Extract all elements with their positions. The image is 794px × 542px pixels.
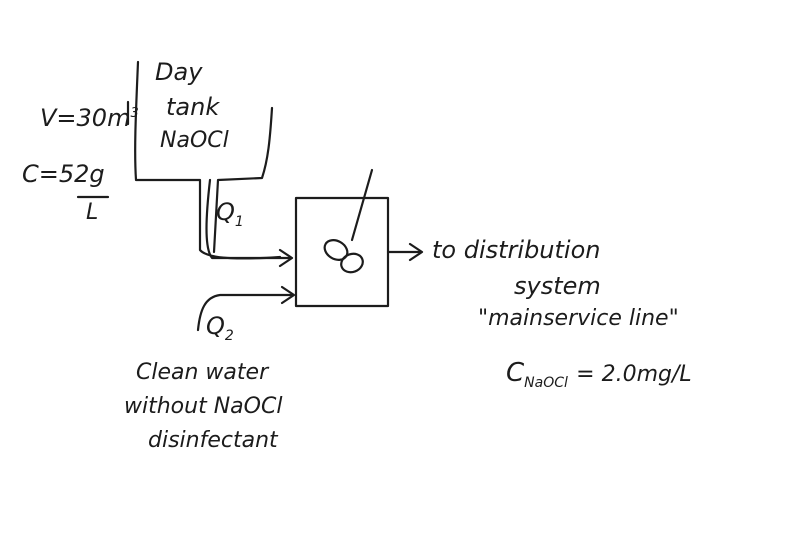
q1-symbol: Q	[216, 198, 235, 226]
tank-label-line3: NaOCl	[160, 128, 229, 153]
tank-label-line1: Day	[155, 58, 203, 86]
mixer-impeller-right	[340, 252, 364, 274]
target-symbol: C	[506, 358, 525, 388]
distribution-line3: "mainservice line"	[478, 306, 679, 331]
mixer-impeller-left	[323, 239, 349, 261]
q1-arrowhead	[278, 248, 294, 268]
target-value: = 2.0mg/L	[576, 362, 692, 387]
clean-water-line2: without NaOCl	[124, 394, 283, 419]
volume-exponent: 3	[130, 106, 139, 121]
clean-water-line3: disinfectant	[148, 428, 278, 453]
distribution-line2: system	[514, 272, 601, 300]
q1-flow-line	[205, 178, 292, 260]
q2-label: Q2	[206, 314, 234, 343]
q2-subscript: 2	[224, 327, 234, 344]
q1-label: Q1	[216, 200, 244, 229]
tank-label-line2: tank	[166, 93, 220, 121]
q1-subscript: 1	[234, 213, 244, 230]
target-concentration: CNaOCl = 2.0mg/L	[506, 360, 692, 390]
outlet-arrowhead	[408, 242, 424, 262]
q2-flow-line	[196, 293, 294, 332]
volume-label: V=30m3	[40, 106, 139, 130]
day-tank-outline-right	[212, 106, 274, 254]
concentration-denominator: L	[86, 200, 99, 225]
distribution-line1: to distribution	[432, 236, 601, 264]
concentration-label: C=52g	[22, 160, 105, 188]
clean-water-line1: Clean water	[136, 360, 269, 385]
q2-arrowhead	[280, 285, 296, 305]
mixer-shaft	[350, 168, 374, 242]
mixing-chamber	[294, 196, 390, 308]
q2-symbol: Q	[206, 312, 225, 340]
volume-prefix: V=30m	[40, 104, 131, 132]
target-subscript: NaOCl	[524, 375, 568, 392]
